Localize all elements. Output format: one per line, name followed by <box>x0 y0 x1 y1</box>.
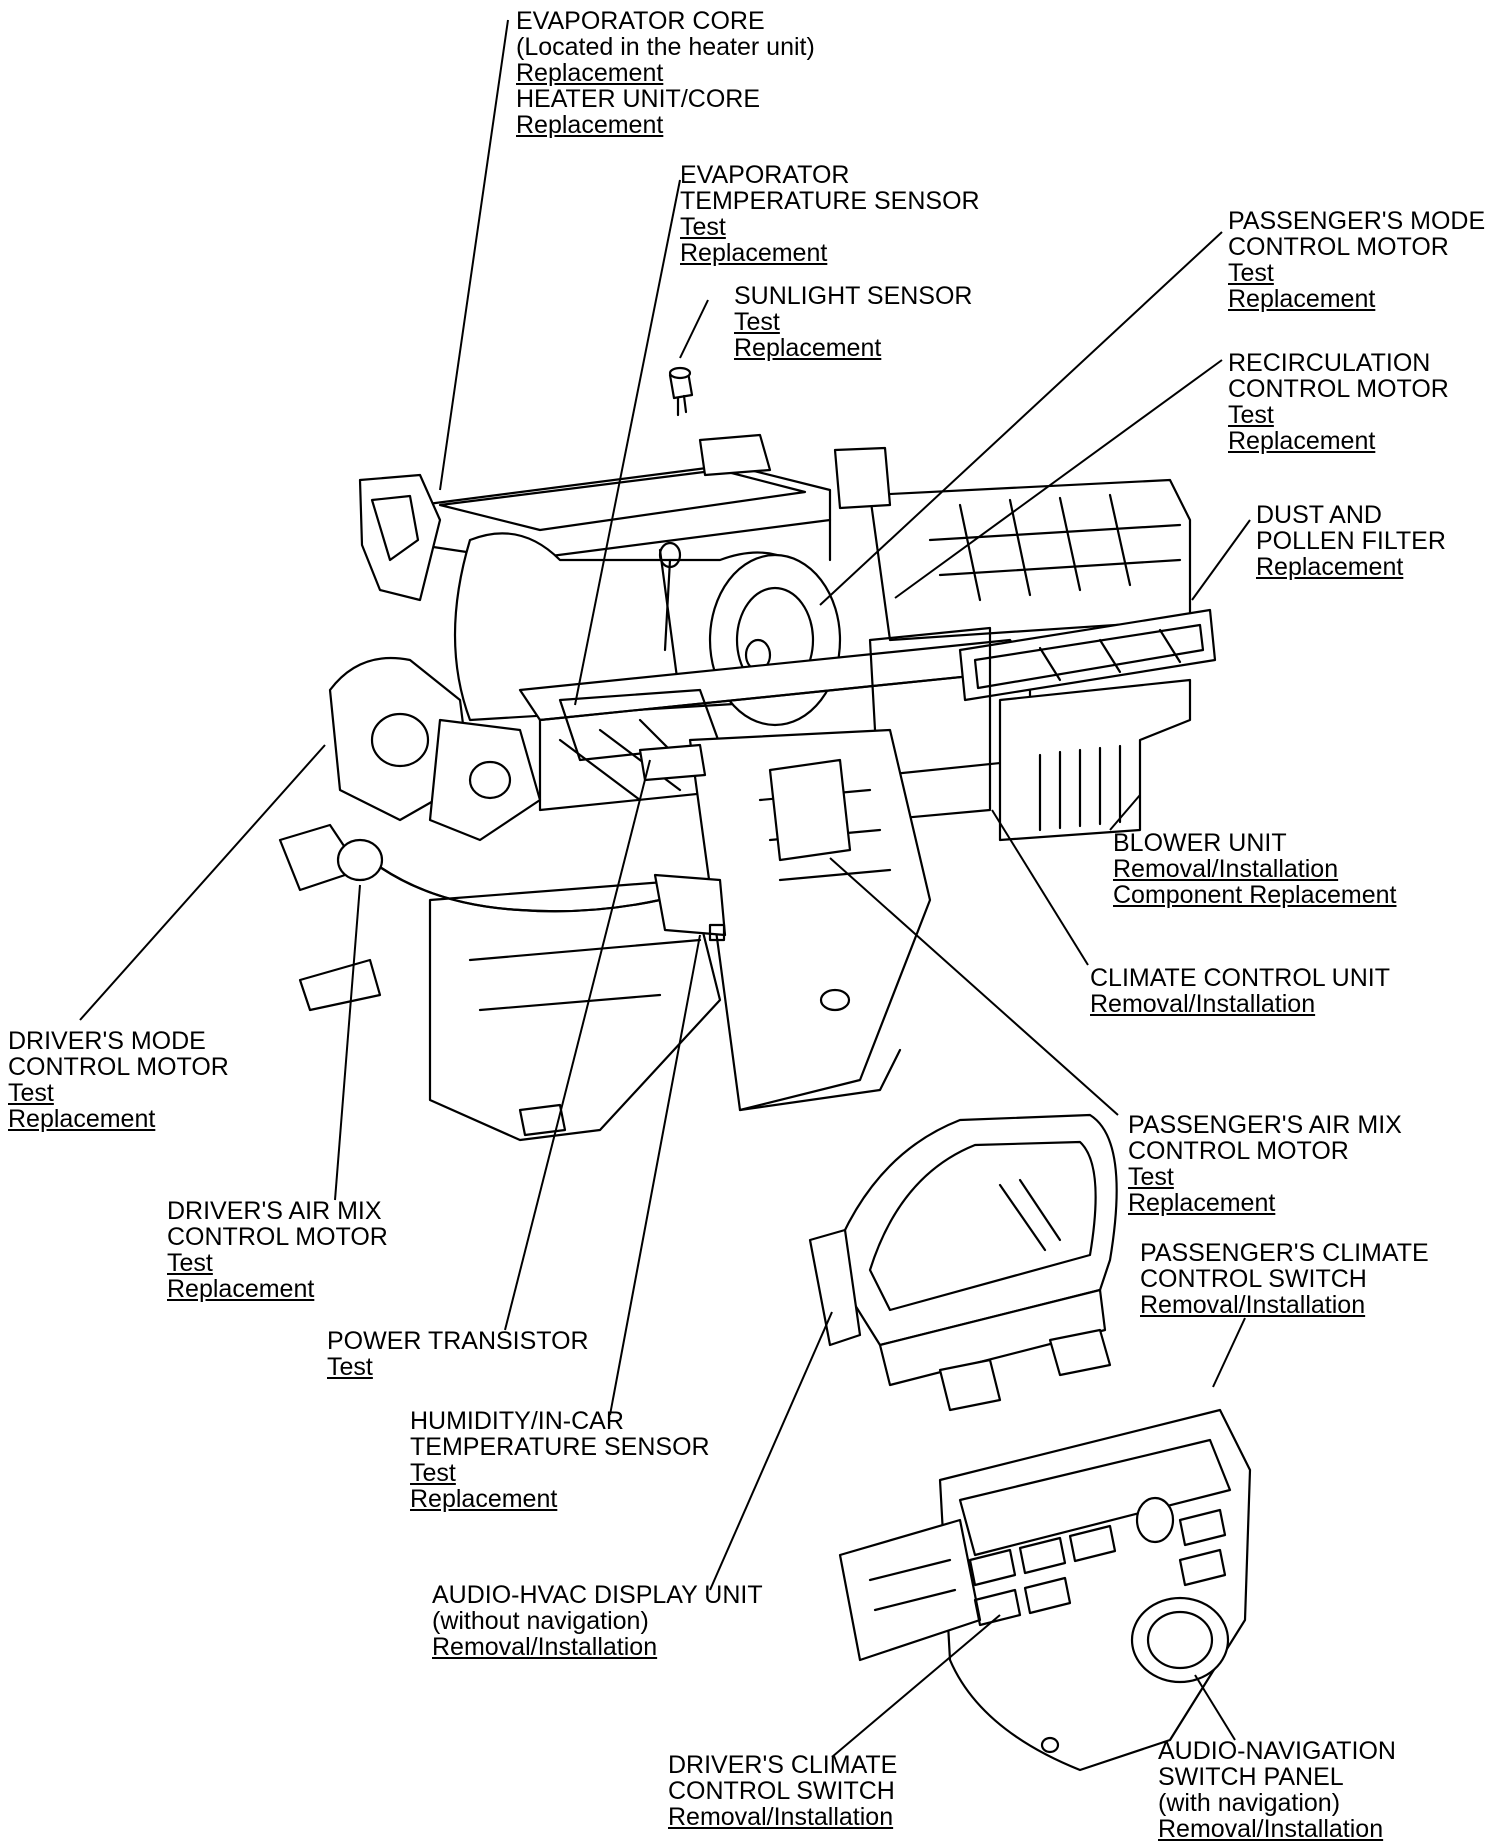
driver-mode-motor-line2: CONTROL MOTOR <box>8 1053 229 1081</box>
passenger-climate-switch-label: PASSENGER'S CLIMATE CONTROL SWITCH Remov… <box>1140 1240 1429 1318</box>
passenger-airmix-motor-replacement-link[interactable]: Replacement <box>1128 1189 1276 1217</box>
climate-control-unit-removal-link[interactable]: Removal/Installation <box>1090 990 1316 1018</box>
driver-climate-switch-line2: CONTROL SWITCH <box>668 1777 895 1805</box>
driver-airmix-motor-label: DRIVER'S AIR MIX CONTROL MOTOR Test Repl… <box>167 1198 388 1302</box>
heater-unit-title: HEATER UNIT/CORE <box>516 85 760 113</box>
sunlight-sensor-title: SUNLIGHT SENSOR <box>734 282 973 310</box>
recirculation-motor-test-link[interactable]: Test <box>1228 401 1274 429</box>
recirculation-motor-replacement-link[interactable]: Replacement <box>1228 427 1376 455</box>
audio-nav-panel-label: AUDIO-NAVIGATION SWITCH PANEL (with navi… <box>1158 1738 1396 1842</box>
humidity-sensor-line2: TEMPERATURE SENSOR <box>410 1433 710 1461</box>
audio-nav-panel-line1: AUDIO-NAVIGATION <box>1158 1737 1396 1765</box>
humidity-sensor-line1: HUMIDITY/IN-CAR <box>410 1407 624 1435</box>
passenger-airmix-motor-label: PASSENGER'S AIR MIX CONTROL MOTOR Test R… <box>1128 1112 1402 1216</box>
passenger-mode-motor-line2: CONTROL MOTOR <box>1228 233 1449 261</box>
display-unit-label: AUDIO-HVAC DISPLAY UNIT (without navigat… <box>432 1582 763 1660</box>
power-transistor-title: POWER TRANSISTOR <box>327 1327 589 1355</box>
dust-filter-label: DUST AND POLLEN FILTER Replacement <box>1256 502 1446 580</box>
driver-airmix-motor-line1: DRIVER'S AIR MIX <box>167 1197 382 1225</box>
blower-unit-label: BLOWER UNIT Removal/Installation Compone… <box>1113 830 1397 908</box>
driver-airmix-motor-test-link[interactable]: Test <box>167 1249 213 1277</box>
driver-airmix-motor-line2: CONTROL MOTOR <box>167 1223 388 1251</box>
display-unit-drawing <box>808 1113 1118 1412</box>
sunlight-sensor-label: SUNLIGHT SENSOR Test Replacement <box>734 283 972 361</box>
driver-mode-motor-line1: DRIVER'S MODE <box>8 1027 206 1055</box>
blower-unit-component-link[interactable]: Component Replacement <box>1113 881 1397 909</box>
dust-filter-replacement-link[interactable]: Replacement <box>1256 553 1404 581</box>
audio-nav-panel-removal-link[interactable]: Removal/Installation <box>1158 1815 1384 1843</box>
display-unit-title: AUDIO-HVAC DISPLAY UNIT <box>432 1581 763 1609</box>
heater-unit-replacement-link[interactable]: Replacement <box>516 111 664 139</box>
power-transistor-label: POWER TRANSISTOR Test <box>327 1328 589 1380</box>
driver-climate-switch-line1: DRIVER'S CLIMATE <box>668 1751 898 1779</box>
driver-mode-motor-test-link[interactable]: Test <box>8 1079 54 1107</box>
passenger-airmix-motor-test-link[interactable]: Test <box>1128 1163 1174 1191</box>
display-unit-removal-link[interactable]: Removal/Installation <box>432 1633 658 1661</box>
driver-mode-motor-replacement-link[interactable]: Replacement <box>8 1105 156 1133</box>
evaporator-core-label: EVAPORATOR CORE (Located in the heater u… <box>516 8 815 138</box>
passenger-mode-motor-label: PASSENGER'S MODE CONTROL MOTOR Test Repl… <box>1228 208 1485 312</box>
audio-nav-panel-line2: SWITCH PANEL <box>1158 1763 1344 1791</box>
passenger-mode-motor-test-link[interactable]: Test <box>1228 259 1274 287</box>
blower-unit-removal-link[interactable]: Removal/Installation <box>1113 855 1339 883</box>
sunlight-sensor-replacement-link[interactable]: Replacement <box>734 334 882 362</box>
passenger-climate-switch-line1: PASSENGER'S CLIMATE <box>1140 1239 1429 1267</box>
climate-control-unit-label: CLIMATE CONTROL UNIT Removal/Installatio… <box>1090 965 1390 1017</box>
sunlight-sensor-test-link[interactable]: Test <box>734 308 780 336</box>
blower-unit-title: BLOWER UNIT <box>1113 829 1287 857</box>
evap-temp-sensor-line1: EVAPORATOR <box>680 161 850 189</box>
humidity-sensor-replacement-link[interactable]: Replacement <box>410 1485 558 1513</box>
evaporator-core-title: EVAPORATOR CORE <box>516 7 765 35</box>
leader-lines <box>79 19 1251 1758</box>
passenger-airmix-motor-line2: CONTROL MOTOR <box>1128 1137 1349 1165</box>
passenger-airmix-motor-line1: PASSENGER'S AIR MIX <box>1128 1111 1402 1139</box>
dust-filter-line1: DUST AND <box>1256 501 1382 529</box>
evaporator-core-replacement-link[interactable]: Replacement <box>516 59 664 87</box>
audio-nav-panel-note: (with navigation) <box>1158 1789 1341 1817</box>
passenger-mode-motor-line1: PASSENGER'S MODE <box>1228 207 1486 235</box>
recirculation-motor-line1: RECIRCULATION <box>1228 349 1431 377</box>
passenger-climate-switch-line2: CONTROL SWITCH <box>1140 1265 1367 1293</box>
evap-temp-sensor-test-link[interactable]: Test <box>680 213 726 241</box>
switch-panel-drawing <box>838 1408 1252 1772</box>
display-unit-note: (without navigation) <box>432 1607 649 1635</box>
dust-filter-line2: POLLEN FILTER <box>1256 527 1446 555</box>
recirculation-motor-line2: CONTROL MOTOR <box>1228 375 1449 403</box>
evap-temp-sensor-line2: TEMPERATURE SENSOR <box>680 187 980 215</box>
passenger-climate-switch-removal-link[interactable]: Removal/Installation <box>1140 1291 1366 1319</box>
heater-unit-drawing <box>278 366 1217 1142</box>
humidity-sensor-label: HUMIDITY/IN-CAR TEMPERATURE SENSOR Test … <box>410 1408 710 1512</box>
evap-temp-sensor-replacement-link[interactable]: Replacement <box>680 239 828 267</box>
driver-climate-switch-label: DRIVER'S CLIMATE CONTROL SWITCH Removal/… <box>668 1752 897 1830</box>
evap-temp-sensor-label: EVAPORATOR TEMPERATURE SENSOR Test Repla… <box>680 162 980 266</box>
driver-mode-motor-label: DRIVER'S MODE CONTROL MOTOR Test Replace… <box>8 1028 229 1132</box>
climate-control-unit-title: CLIMATE CONTROL UNIT <box>1090 964 1391 992</box>
power-transistor-test-link[interactable]: Test <box>327 1353 373 1381</box>
passenger-mode-motor-replacement-link[interactable]: Replacement <box>1228 285 1376 313</box>
recirculation-motor-label: RECIRCULATION CONTROL MOTOR Test Replace… <box>1228 350 1449 454</box>
driver-airmix-motor-replacement-link[interactable]: Replacement <box>167 1275 315 1303</box>
humidity-sensor-test-link[interactable]: Test <box>410 1459 456 1487</box>
driver-climate-switch-removal-link[interactable]: Removal/Installation <box>668 1803 894 1831</box>
evaporator-core-note: (Located in the heater unit) <box>516 33 815 61</box>
